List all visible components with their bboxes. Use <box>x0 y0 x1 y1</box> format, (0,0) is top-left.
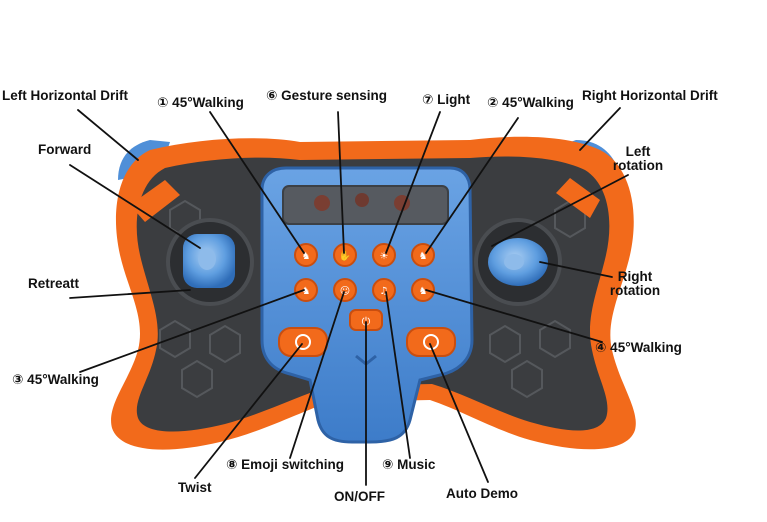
emoji-switching-button[interactable] <box>333 278 357 302</box>
label-forward: Forward <box>38 142 92 157</box>
label-gesture-sensing: ⑥ Gesture sensing <box>266 88 387 103</box>
walking-1-button[interactable] <box>294 243 318 267</box>
label-left-horizontal-drift: Left Horizontal Drift <box>2 88 128 103</box>
pointer-lines <box>69 107 629 486</box>
twist-icon <box>295 334 311 350</box>
label-left-rotation: Left rotation <box>606 145 670 173</box>
light-button[interactable] <box>372 243 396 267</box>
sensor-led-1 <box>314 195 330 211</box>
walking-4-button[interactable] <box>411 278 435 302</box>
label-twist: Twist <box>178 480 212 495</box>
button-row-1: ♞ ✋ ☀ ♞ <box>294 243 435 267</box>
emoji-icon: ☺ <box>340 286 350 297</box>
walking-icon: ♞ <box>302 251 311 262</box>
label-walking-4: ④ 45°Walking <box>595 340 682 355</box>
label-auto-demo: Auto Demo <box>446 486 518 501</box>
gesture-icon: ✋ <box>339 249 351 262</box>
label-emoji-switching: ⑧ Emoji switching <box>226 457 344 472</box>
left-joystick-grip <box>198 248 216 270</box>
walking-icon: ♞ <box>302 286 311 297</box>
music-icon: ♫ <box>380 286 389 297</box>
twist-button[interactable] <box>278 327 328 357</box>
label-right-rotation: Right rotation <box>600 270 670 298</box>
auto-demo-button[interactable] <box>406 327 456 357</box>
button-row-2: ♞ ☺ ♫ ♞ <box>294 278 435 302</box>
label-left-rotation-line-1: Left <box>625 144 651 159</box>
label-right-horizontal-drift: Right Horizontal Drift <box>582 88 718 103</box>
label-walking-2: ② 45°Walking <box>487 95 574 110</box>
label-walking-3: ③ 45°Walking <box>12 372 99 387</box>
walking-icon: ♞ <box>419 286 428 297</box>
right-joystick-grip <box>504 254 524 270</box>
walking-icon: ♞ <box>419 251 428 262</box>
center-button-panel <box>260 166 474 444</box>
sensor-led-2 <box>355 193 369 207</box>
music-button[interactable] <box>372 278 396 302</box>
right-accent-strip <box>556 178 600 218</box>
label-walking-1: ① 45°Walking <box>157 95 244 110</box>
label-on-off: ON/OFF <box>334 489 385 504</box>
label-left-rotation-line-2: rotation <box>612 158 664 173</box>
walking-3-button[interactable] <box>294 278 318 302</box>
light-icon: ☀ <box>380 251 389 262</box>
label-retreat: Retreatt <box>28 276 80 291</box>
label-music: ⑨ Music <box>382 457 436 472</box>
label-right-rotation-line-2: rotation <box>609 283 661 298</box>
label-right-rotation-line-1: Right <box>617 269 653 284</box>
gesture-sensing-button[interactable] <box>333 243 357 267</box>
demo-icon <box>423 334 439 350</box>
label-light: ⑦ Light <box>422 92 471 107</box>
